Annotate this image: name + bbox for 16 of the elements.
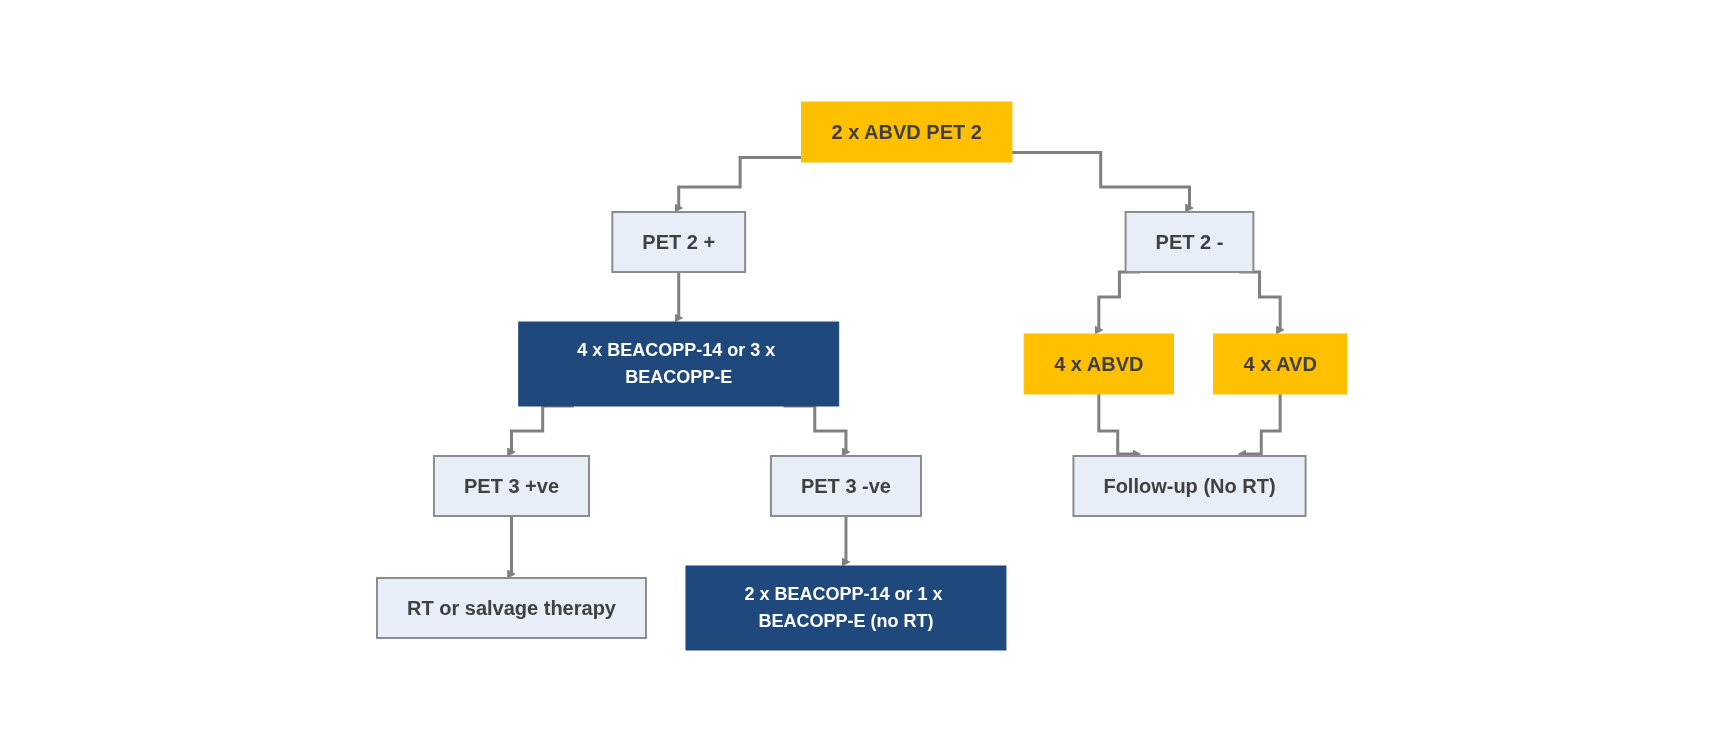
node-box: 2 x BEACOPP-14 or 1 x BEACOPP-E (no RT) bbox=[685, 565, 1007, 650]
node-box: RT or salvage therapy bbox=[376, 576, 648, 639]
arrow bbox=[674, 270, 684, 322]
node-box: PET 3 -ve bbox=[770, 454, 923, 517]
node-box: PET 3 +ve bbox=[433, 454, 591, 517]
node-box: Follow-up (No RT) bbox=[1072, 454, 1307, 517]
node-box: PET 2 + bbox=[611, 210, 747, 273]
arrow bbox=[674, 155, 802, 212]
node-box: 2 x ABVD PET 2 bbox=[801, 101, 1013, 162]
node-box: 4 x ABVD bbox=[1023, 333, 1175, 394]
arrow bbox=[841, 514, 851, 566]
node-box: PET 2 - bbox=[1124, 210, 1255, 273]
arrow bbox=[1012, 150, 1194, 212]
node-box: 4 x BEACOPP-14 or 3 x BEACOPP-E bbox=[518, 321, 840, 406]
arrow bbox=[507, 514, 516, 578]
node-box: 4 x AVD bbox=[1213, 333, 1348, 394]
